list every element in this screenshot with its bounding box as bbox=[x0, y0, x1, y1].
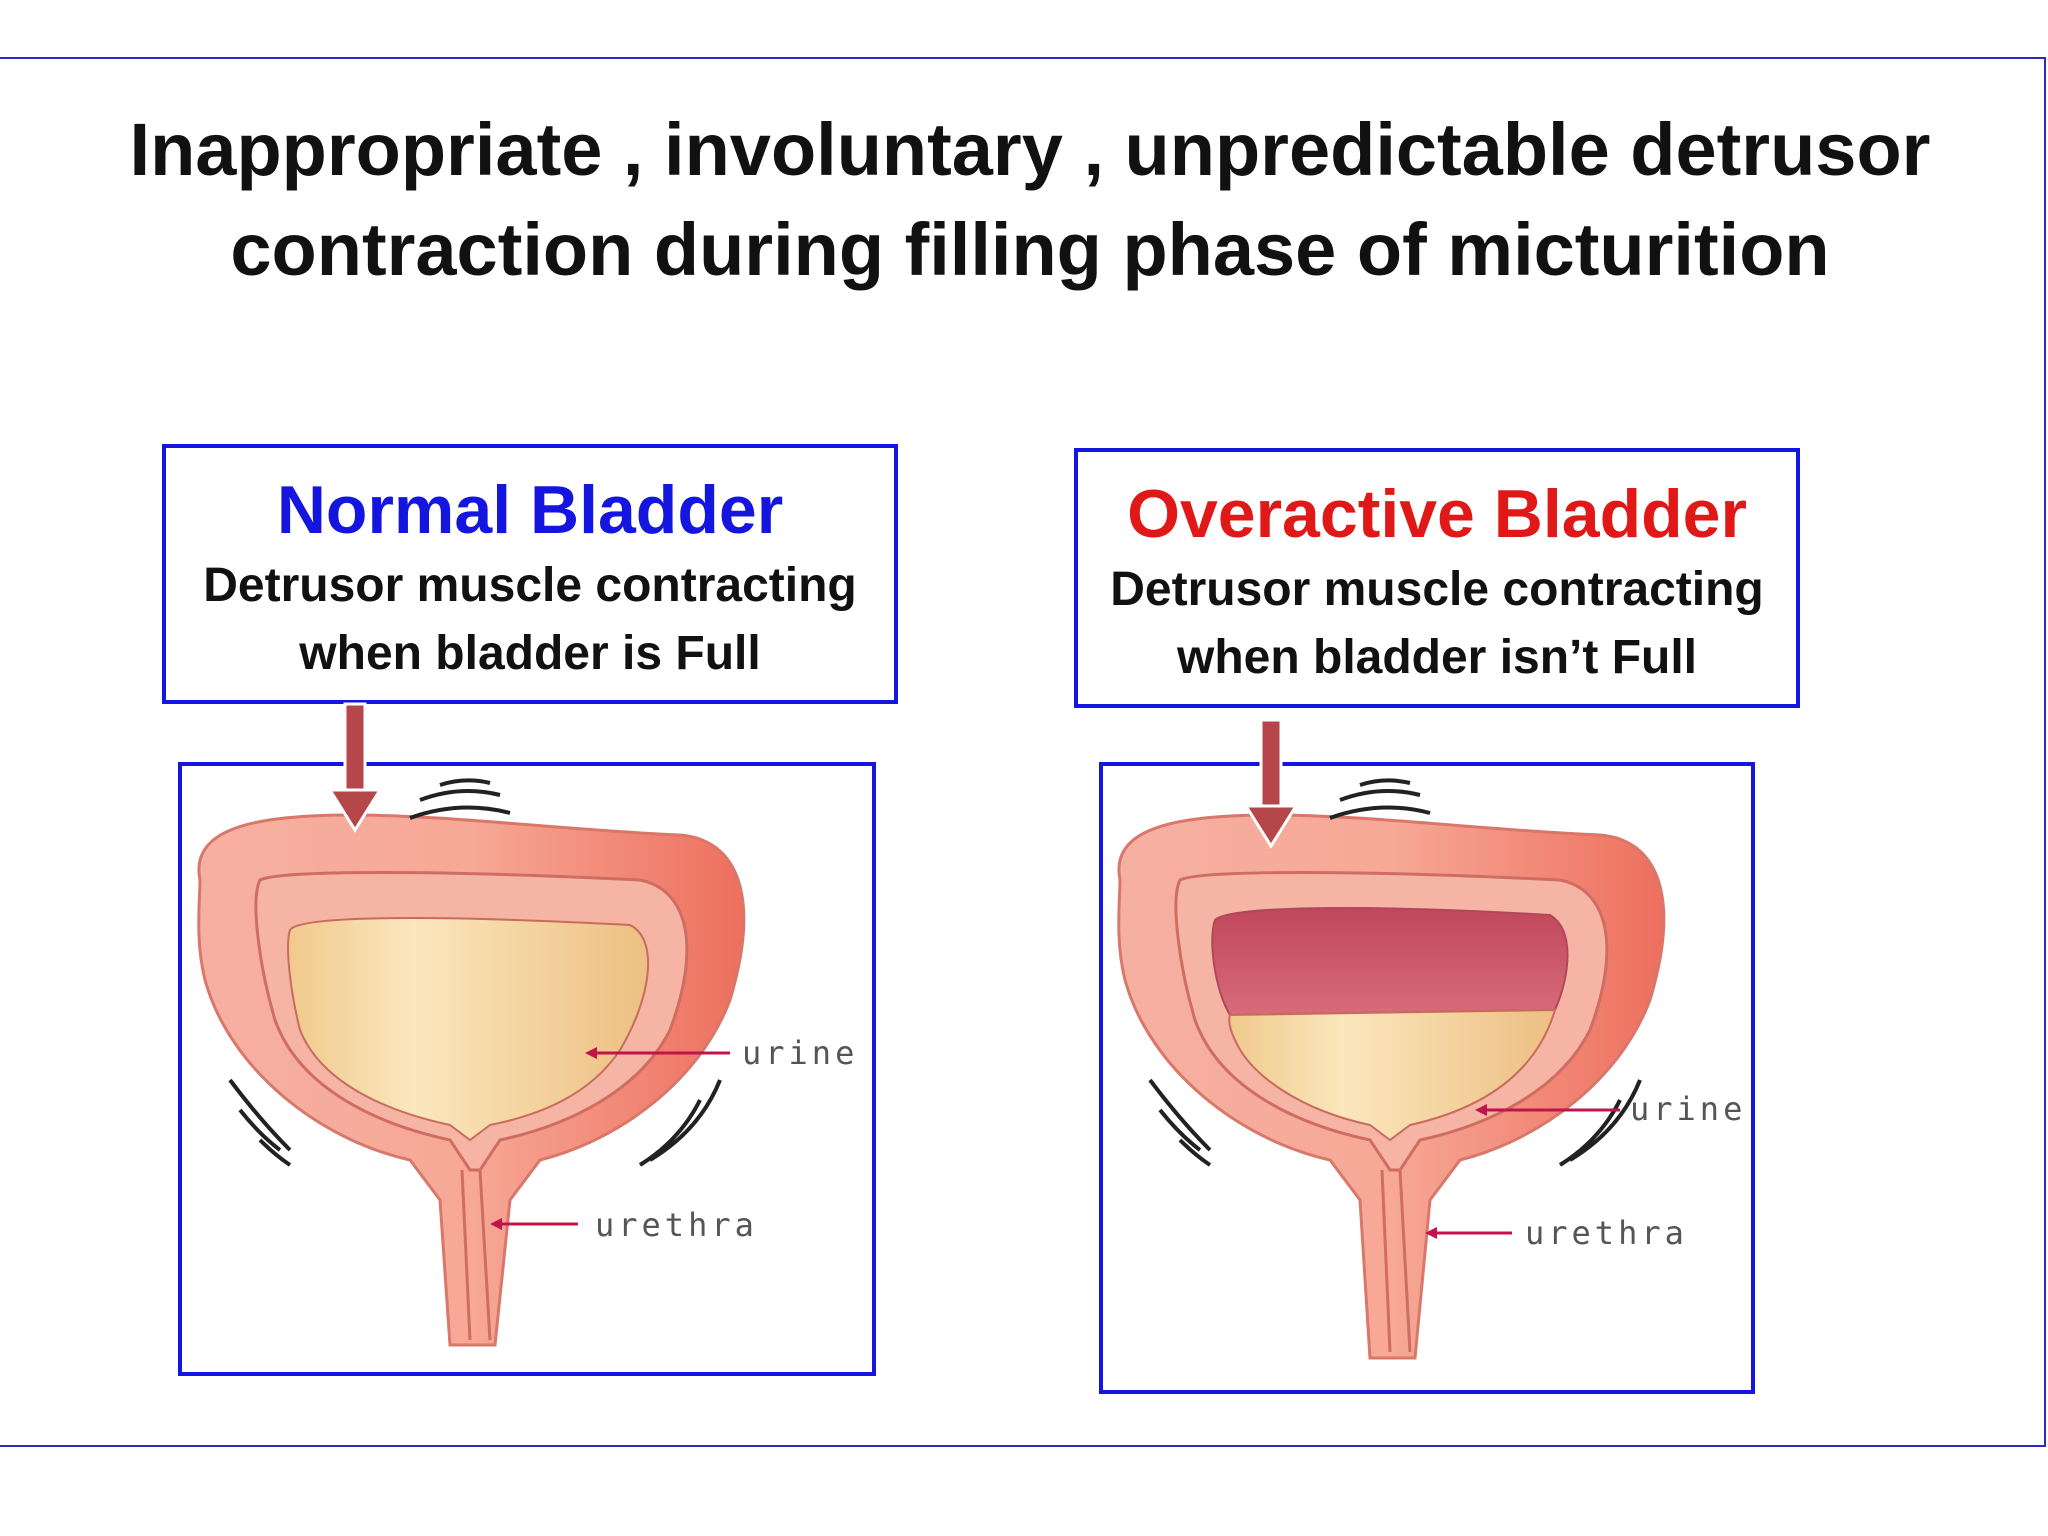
title-line-1: Inappropriate , involuntary , unpredicta… bbox=[129, 108, 1931, 191]
normal-arrow-icon bbox=[327, 702, 383, 833]
normal-bladder-drawing: urine urethra bbox=[197, 702, 858, 1347]
normal-urethra-label: urethra bbox=[595, 1206, 758, 1244]
overactive-bladder-urine bbox=[1228, 1008, 1557, 1142]
normal-vibration-top-icon bbox=[409, 778, 511, 820]
overactive-bladder-desc-line-2: when bladder isn’t Full bbox=[1176, 631, 1698, 684]
normal-vibration-right-icon bbox=[638, 1079, 722, 1167]
overactive-urine-label: urine bbox=[1630, 1090, 1746, 1128]
normal-bladder-desc-line-2: when bladder is Full bbox=[299, 627, 761, 680]
normal-bladder-urine bbox=[287, 917, 650, 1142]
normal-bladder-label-box: Normal Bladder Detrusor muscle contracti… bbox=[162, 444, 898, 704]
slide-title: Inappropriate , involuntary , unpredicta… bbox=[80, 100, 1980, 300]
overactive-bladder-label-box: Overactive Bladder Detrusor muscle contr… bbox=[1074, 448, 1800, 708]
overactive-bladder-empty-space bbox=[1211, 907, 1569, 1017]
overactive-bladder-heading: Overactive Bladder bbox=[1127, 476, 1747, 552]
normal-bladder-heading: Normal Bladder bbox=[276, 472, 784, 548]
overactive-vibration-right-icon bbox=[1558, 1079, 1642, 1167]
overactive-bladder-drawing: urine urethra bbox=[1117, 718, 1746, 1360]
normal-urine-label: urine bbox=[742, 1034, 858, 1072]
overactive-urethra-lines bbox=[1380, 1169, 1412, 1353]
overactive-arrow-icon bbox=[1243, 718, 1299, 849]
normal-urethra-lines bbox=[460, 1169, 492, 1341]
overactive-urethra-label: urethra bbox=[1525, 1214, 1688, 1252]
normal-bladder-desc-line-1: Detrusor muscle contracting bbox=[203, 559, 857, 612]
overactive-vibration-top-icon bbox=[1329, 778, 1431, 820]
title-line-2: contraction during filling phase of mict… bbox=[230, 208, 1830, 291]
overactive-vibration-left-icon bbox=[1148, 1078, 1212, 1167]
overactive-bladder-desc-line-1: Detrusor muscle contracting bbox=[1110, 563, 1764, 616]
normal-vibration-left-icon bbox=[228, 1078, 292, 1167]
slide-frame bbox=[0, 57, 2046, 1447]
